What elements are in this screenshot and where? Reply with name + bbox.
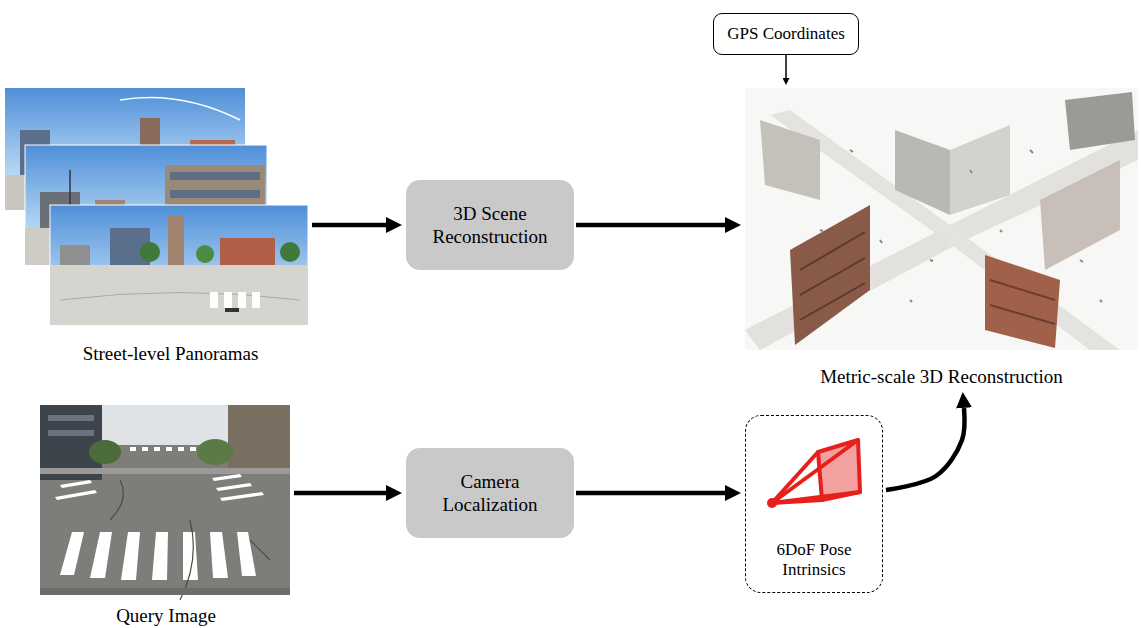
process-box: 3D Scene Reconstruction — [406, 180, 574, 270]
flow-arrow — [576, 223, 725, 228]
reconstruction-image: Metric-scale 3D Reconstruction — [745, 88, 1138, 388]
flow-arrow — [294, 491, 386, 496]
panorama-photo — [50, 205, 308, 325]
query-photo — [40, 405, 290, 600]
flow-arrow — [312, 223, 386, 228]
image-caption: Query Image — [116, 604, 216, 627]
box-label: Camera Localization — [424, 470, 556, 516]
query-image: Query Image — [40, 405, 292, 627]
camera-frustum-icon — [767, 440, 860, 508]
image-caption: Metric-scale 3D Reconstruction — [820, 365, 1063, 388]
input-box: GPS Coordinates — [713, 13, 859, 55]
process-box: Camera Localization — [406, 448, 574, 538]
image-caption: Street-level Panoramas — [83, 342, 259, 365]
flow-arrow — [576, 491, 725, 496]
flow-arrow — [785, 55, 787, 78]
flow-arrow — [886, 408, 964, 490]
output-box: 6DoF Pose Intrinsics — [745, 415, 883, 593]
point-cloud-reconstruction — [745, 88, 1138, 350]
panorama-image-group: Street-level Panoramas — [5, 88, 310, 365]
box-label: GPS Coordinates — [727, 24, 845, 44]
box-label: 6DoF Pose Intrinsics — [766, 540, 862, 580]
box-label: 3D Scene Reconstruction — [424, 202, 556, 248]
